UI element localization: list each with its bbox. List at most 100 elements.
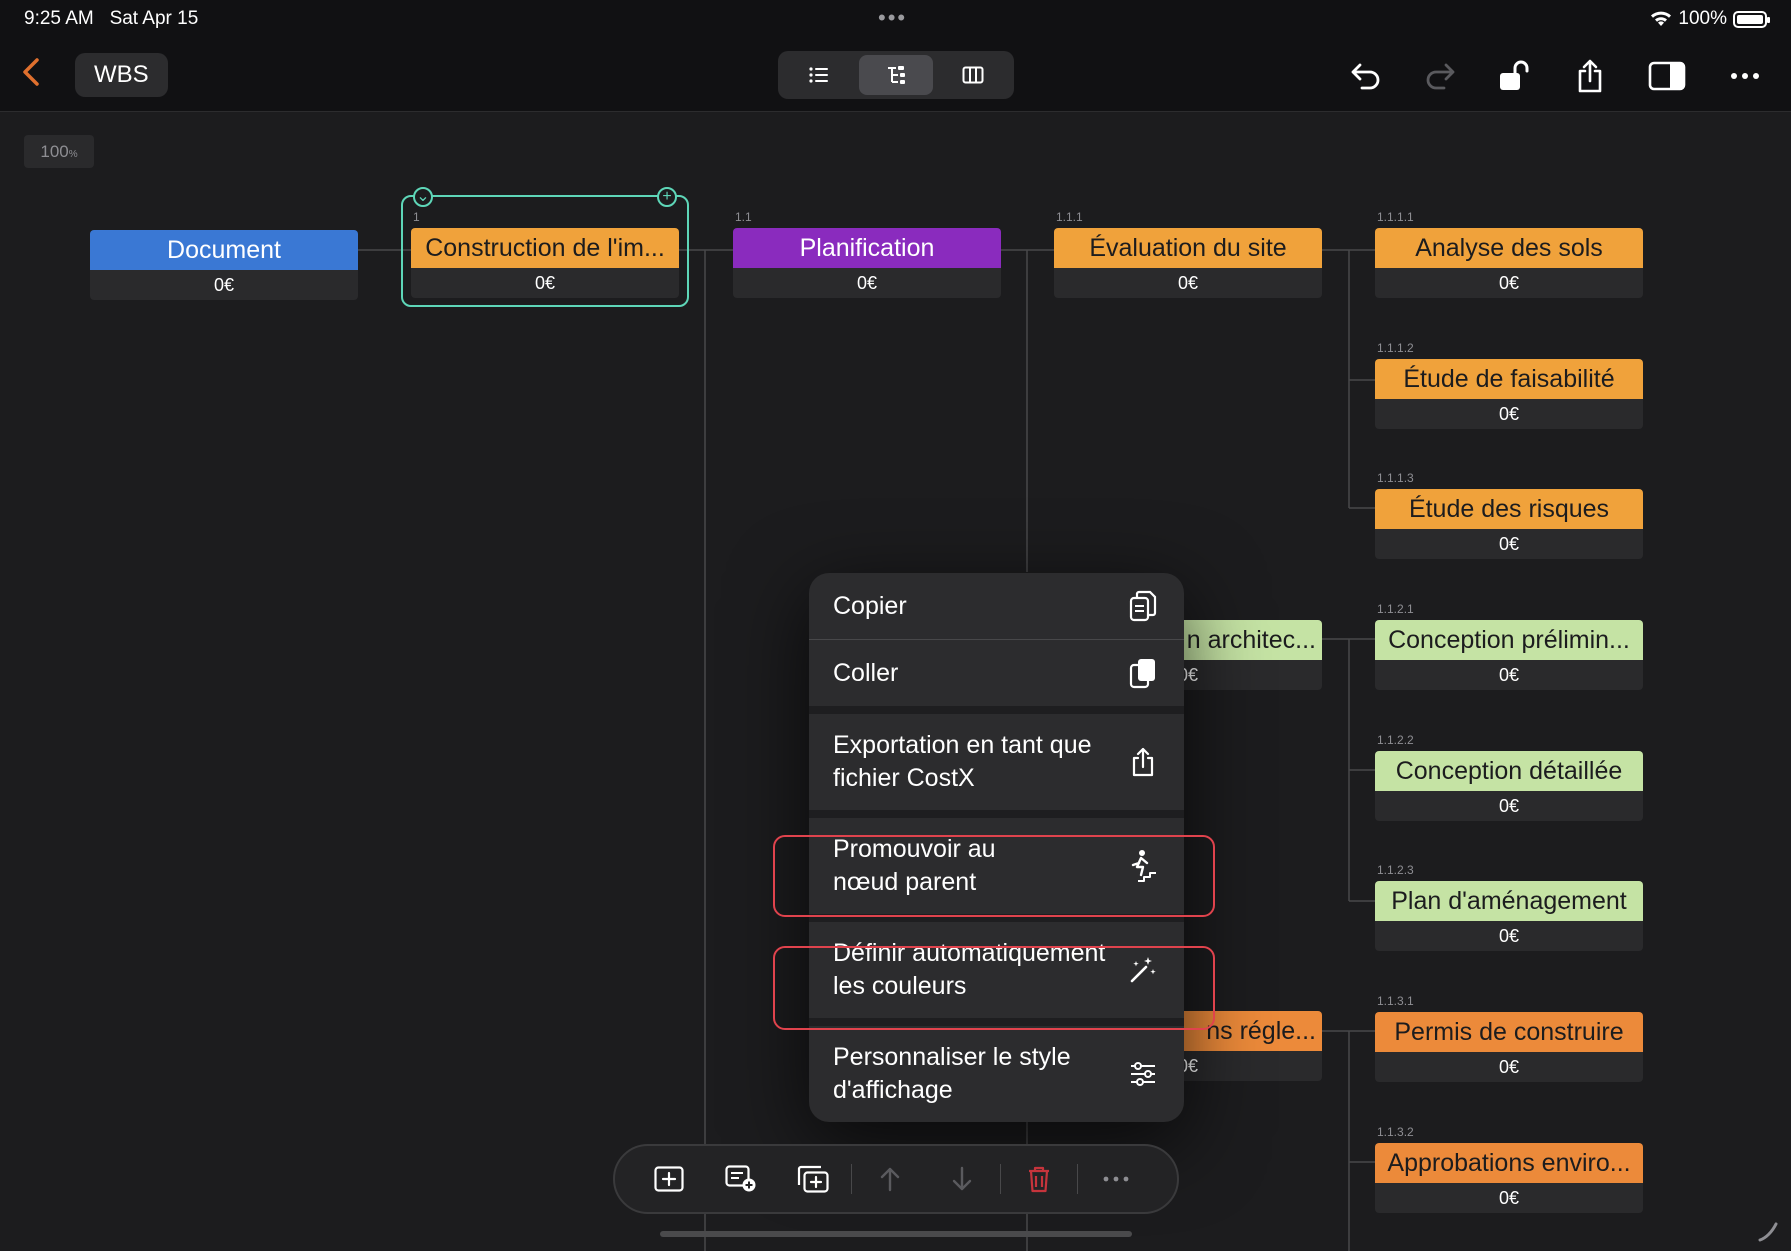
view-mode-segmented-control	[778, 51, 1014, 99]
share-button[interactable]	[1570, 56, 1610, 96]
add-child-button[interactable]	[705, 1153, 777, 1205]
node-cost: 0€	[1375, 660, 1643, 690]
node-analyse-sols[interactable]: 1.1.1.1 Analyse des sols 0€	[1375, 210, 1643, 298]
node-evaluation-site[interactable]: 1.1.1 Évaluation du site 0€	[1054, 210, 1322, 298]
node-cost: 0€	[1375, 921, 1643, 951]
node-title: Étude de faisabilité	[1375, 359, 1643, 399]
tree-view-button[interactable]	[859, 55, 933, 95]
column-view-button[interactable]	[937, 55, 1010, 95]
node-title: Évaluation du site	[1054, 228, 1322, 268]
share-icon	[1126, 745, 1160, 779]
node-number: 1.1.3.1	[1377, 994, 1414, 1008]
highlight-promote-item	[773, 835, 1215, 917]
sidebar-icon	[1648, 61, 1686, 91]
add-child-handle[interactable]: +	[657, 187, 677, 207]
menu-item-paste[interactable]: Coller	[809, 640, 1184, 706]
sidebar-toggle-button[interactable]	[1647, 56, 1687, 96]
node-cost: 0€	[1375, 268, 1643, 298]
stairs-walk-icon	[1126, 849, 1160, 883]
unlock-icon	[1500, 60, 1529, 90]
multitasking-dots[interactable]: •••	[878, 5, 908, 30]
pencil-hover-icon	[1758, 1222, 1778, 1242]
home-indicator	[660, 1231, 1132, 1237]
tree-view-icon	[887, 66, 905, 84]
bottom-action-toolbar	[613, 1144, 1179, 1214]
node-number: 1.1.1.1	[1377, 210, 1414, 224]
add-node-icon	[654, 1166, 684, 1192]
battery-icon	[1733, 10, 1770, 28]
node-planification[interactable]: 1.1 Planification 0€	[733, 210, 1001, 298]
delete-button[interactable]	[1003, 1153, 1075, 1205]
move-down-icon	[952, 1166, 972, 1191]
wifi-icon	[1651, 11, 1672, 26]
node-permis-construire[interactable]: 1.1.3.1 Permis de construire 0€	[1375, 994, 1643, 1082]
move-down-button[interactable]	[926, 1153, 998, 1205]
node-cost: 0€	[90, 270, 358, 300]
menu-item-label: Copier	[833, 591, 907, 620]
undo-button[interactable]	[1346, 56, 1386, 96]
node-etude-faisabilite[interactable]: 1.1.1.2 Étude de faisabilité 0€	[1375, 341, 1643, 429]
document-title-button[interactable]: WBS	[75, 53, 168, 97]
node-number: 1.1	[735, 210, 752, 224]
lock-button[interactable]	[1495, 56, 1535, 96]
status-time: 9:25 AM Sat Apr 15	[24, 8, 199, 29]
node-title: Permis de construire	[1375, 1012, 1643, 1052]
menu-item-copy[interactable]: Copier	[809, 573, 1184, 639]
move-up-icon	[880, 1167, 900, 1192]
node-number: 1.1.1.2	[1377, 341, 1414, 355]
node-number: 1.1.1	[1056, 210, 1083, 224]
node-cost: 0€	[1054, 268, 1322, 298]
status-right: 100%	[1650, 8, 1770, 30]
back-button[interactable]	[14, 50, 50, 94]
node-cost: 0€	[1375, 791, 1643, 821]
node-cost: 0€	[1375, 1052, 1643, 1082]
more-actions-button[interactable]	[1080, 1153, 1152, 1205]
node-document[interactable]: Document 0€	[90, 230, 358, 300]
more-button[interactable]	[1725, 56, 1765, 96]
top-toolbar: WBS	[0, 36, 1791, 112]
node-plan-amenagement[interactable]: 1.1.2.3 Plan d'aménagement 0€	[1375, 863, 1643, 951]
share-icon	[1578, 59, 1602, 93]
add-node-button[interactable]	[633, 1153, 705, 1205]
node-title: Plan d'aménagement	[1375, 881, 1643, 921]
node-title: Document	[90, 230, 358, 270]
trash-icon	[1029, 1166, 1049, 1193]
node-number: 1.1.2.1	[1377, 602, 1414, 616]
duplicate-icon	[797, 1165, 829, 1193]
more-icon	[1103, 1176, 1129, 1182]
highlight-auto-colors-item	[773, 946, 1215, 1030]
node-number: 1.1.1.3	[1377, 471, 1414, 485]
redo-icon	[1426, 63, 1455, 90]
list-view-button[interactable]	[782, 55, 855, 95]
column-view-icon	[962, 66, 984, 84]
chevron-left-icon	[23, 58, 39, 86]
paste-icon	[1126, 656, 1160, 690]
node-construction[interactable]: 1 Construction de l'im... 0€	[411, 210, 679, 298]
node-title: Construction de l'im...	[411, 228, 679, 268]
node-number: 1.1.2.3	[1377, 863, 1414, 877]
zoom-level-badge[interactable]: 100%	[24, 135, 94, 168]
node-etude-risques[interactable]: 1.1.1.3 Étude des risques 0€	[1375, 471, 1643, 559]
copy-icon	[1126, 589, 1160, 623]
node-approbations-environnementales[interactable]: 1.1.3.2 Approbations enviro... 0€	[1375, 1125, 1643, 1213]
node-cost: 0€	[1375, 529, 1643, 559]
node-conception-preliminaire[interactable]: 1.1.2.1 Conception prélimin... 0€	[1375, 602, 1643, 690]
node-conception-detaillee[interactable]: 1.1.2.2 Conception détaillée 0€	[1375, 733, 1643, 821]
node-number: 1	[413, 210, 420, 224]
list-view-icon	[809, 67, 828, 83]
collapse-handle[interactable]: ⌄	[413, 187, 433, 207]
node-cost: 0€	[411, 268, 679, 298]
node-cost: 0€	[1375, 399, 1643, 429]
redo-button[interactable]	[1420, 56, 1460, 96]
node-title: Conception détaillée	[1375, 751, 1643, 791]
duplicate-button[interactable]	[777, 1153, 849, 1205]
move-up-button[interactable]	[854, 1153, 926, 1205]
